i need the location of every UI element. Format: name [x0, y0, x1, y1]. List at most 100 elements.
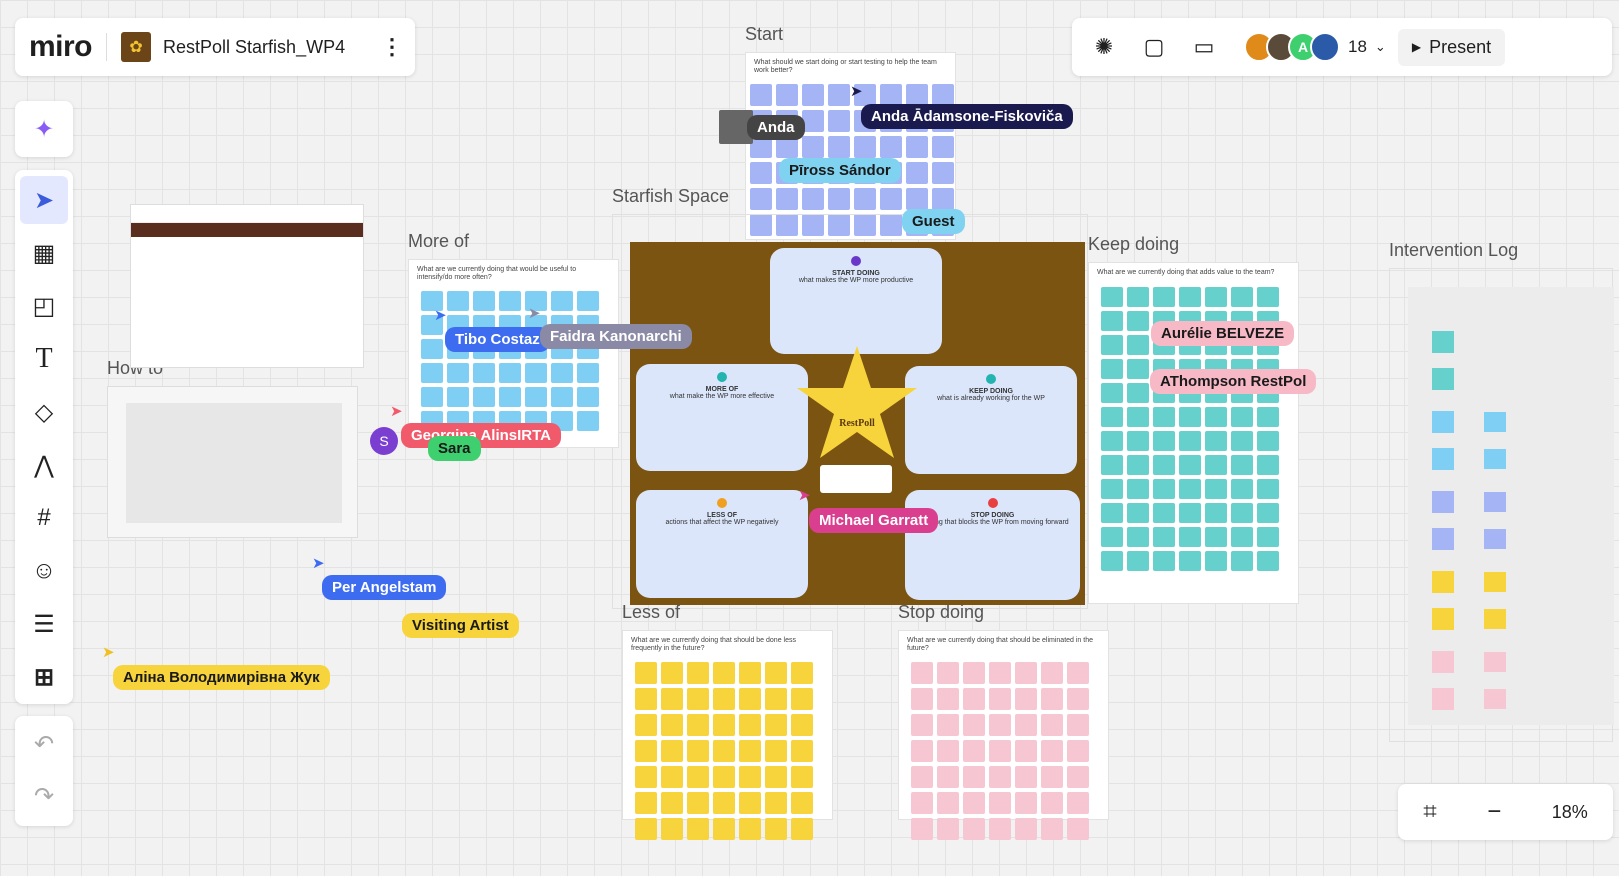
sticky-note[interactable] [1127, 503, 1149, 524]
sticky-note[interactable] [854, 83, 876, 106]
frame-less-of[interactable]: What are we currently doing that should … [622, 630, 833, 840]
undo-icon[interactable]: ↶ [33, 730, 55, 758]
sticky-note[interactable] [739, 817, 761, 840]
sticky-note[interactable] [1153, 551, 1175, 572]
sticky-note[interactable] [828, 213, 850, 236]
sticky-note[interactable] [750, 83, 772, 106]
frame-icon[interactable]: # [37, 504, 51, 531]
sticky-note[interactable] [791, 817, 813, 840]
sticky-note[interactable] [963, 713, 985, 736]
select-icon[interactable]: ➤ [20, 176, 68, 224]
log-note[interactable] [1432, 331, 1454, 353]
sticky-note[interactable] [932, 135, 954, 158]
board-title[interactable]: RestPoll Starfish_WP4 [163, 36, 346, 57]
sticky-note[interactable] [750, 135, 772, 158]
sticky-note[interactable] [739, 687, 761, 710]
sticky-note[interactable] [421, 314, 443, 335]
log-note[interactable] [1484, 689, 1506, 709]
sticky-note[interactable] [765, 739, 787, 762]
pen-icon[interactable]: ⋀ [34, 451, 54, 479]
comment-icon[interactable]: ☰ [33, 610, 55, 638]
sticky-note[interactable] [1127, 335, 1149, 356]
sticky-note[interactable] [447, 386, 469, 407]
sticky-note[interactable] [739, 661, 761, 684]
sticky-note[interactable] [1205, 551, 1227, 572]
sticky-note[interactable] [1205, 455, 1227, 476]
sticky-note[interactable] [1231, 287, 1253, 308]
collaborator-count[interactable]: 18 [1348, 37, 1367, 56]
sticky-note[interactable] [1205, 407, 1227, 428]
sticky-note[interactable] [1179, 407, 1201, 428]
frame-stop-doing[interactable]: What are we currently doing that should … [898, 630, 1109, 840]
text-icon[interactable]: T [35, 343, 53, 374]
sticky-note[interactable] [1041, 713, 1063, 736]
reactions-icon[interactable]: ✺ [1094, 34, 1114, 59]
sticky-note[interactable] [989, 817, 1011, 840]
sticky-note[interactable] [447, 362, 469, 383]
sticky-note[interactable] [661, 765, 683, 788]
sticky-note[interactable] [1257, 527, 1279, 548]
sticky-note[interactable] [1205, 479, 1227, 500]
sticky-note[interactable] [791, 661, 813, 684]
frame-keep-doing[interactable]: What are we currently doing that adds va… [1088, 262, 1299, 604]
sticky-note[interactable] [963, 739, 985, 762]
sticky-note[interactable] [525, 290, 547, 311]
sticky-note[interactable] [989, 687, 1011, 710]
sticky-note[interactable] [1101, 287, 1123, 308]
sticky-note[interactable] [1231, 551, 1253, 572]
sticky-note[interactable] [963, 661, 985, 684]
sticky-note[interactable] [525, 386, 547, 407]
sticky-note[interactable] [1101, 407, 1123, 428]
sticky-note[interactable] [421, 290, 443, 311]
sticky-note[interactable] [828, 83, 850, 106]
sticky-note[interactable] [661, 791, 683, 814]
sticky-note[interactable] [1257, 503, 1279, 524]
sticky-note[interactable] [854, 213, 876, 236]
sticky-note[interactable] [880, 135, 902, 158]
sticky-note[interactable] [989, 661, 1011, 684]
sticky-note[interactable] [854, 135, 876, 158]
sticky-note[interactable] [765, 661, 787, 684]
sticky-note[interactable] [1041, 739, 1063, 762]
sticky-note[interactable] [1257, 551, 1279, 572]
sticky-note[interactable] [1127, 311, 1149, 332]
sticky-note[interactable] [791, 739, 813, 762]
sticky-note[interactable] [1205, 431, 1227, 452]
sticky-note[interactable] [937, 765, 959, 788]
sticky-note[interactable] [1153, 431, 1175, 452]
sticky-note[interactable] [1127, 359, 1149, 380]
sticky-note[interactable] [577, 410, 599, 431]
shapes-icon[interactable]: ◇ [34, 398, 54, 426]
sticky-note[interactable] [963, 817, 985, 840]
log-note[interactable] [1432, 491, 1454, 513]
sticky-note[interactable] [880, 213, 902, 236]
log-note[interactable] [1484, 609, 1506, 629]
sticky-note[interactable] [1067, 661, 1089, 684]
sticky-note[interactable] [1205, 527, 1227, 548]
sticky-note[interactable] [906, 83, 928, 106]
sticky-note[interactable] [713, 687, 735, 710]
sticky-note[interactable] [661, 661, 683, 684]
sticky-note[interactable] [906, 187, 928, 210]
sticky-note[interactable] [911, 713, 933, 736]
sticky-note[interactable] [765, 687, 787, 710]
sticky-note[interactable] [937, 739, 959, 762]
sticky-note[interactable] [750, 187, 772, 210]
sticky-note[interactable] [473, 362, 495, 383]
sticky-note[interactable] [447, 290, 469, 311]
sticky-note[interactable] [765, 791, 787, 814]
sticky-note[interactable] [937, 661, 959, 684]
more-of-card[interactable]: MORE OF what make the WP more effective [636, 364, 808, 471]
sticky-note[interactable] [765, 765, 787, 788]
sticky-note[interactable] [1041, 687, 1063, 710]
sticky-note[interactable] [687, 713, 709, 736]
sticky-note[interactable] [635, 661, 657, 684]
sticky-note[interactable] [687, 739, 709, 762]
sticky-note[interactable] [473, 290, 495, 311]
sticky-note[interactable] [1257, 455, 1279, 476]
zoom-out-icon[interactable]: − [1487, 798, 1502, 825]
sticky-note[interactable] [750, 213, 772, 236]
sticky-note[interactable] [661, 713, 683, 736]
sticky-note[interactable] [906, 161, 928, 184]
sticky-note[interactable] [937, 687, 959, 710]
